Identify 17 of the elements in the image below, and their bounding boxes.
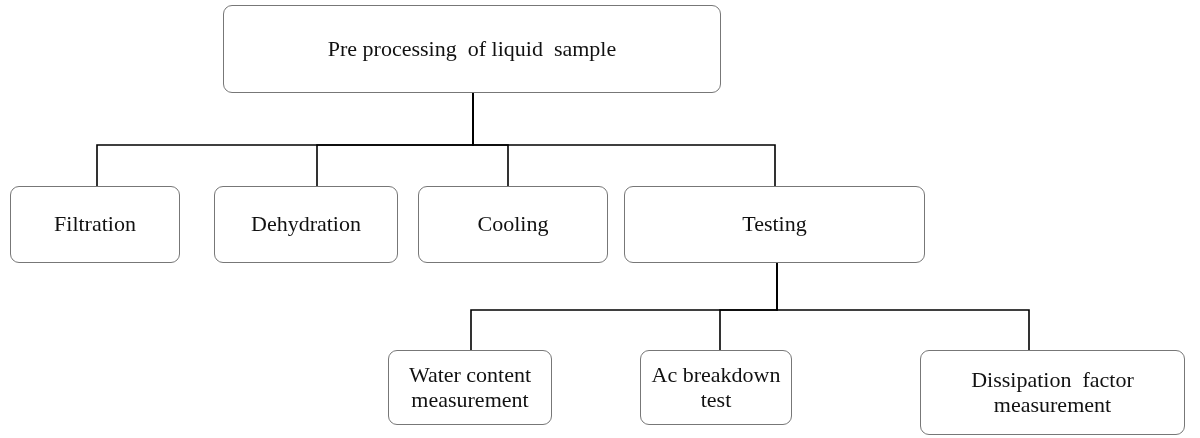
process-box	[10, 186, 180, 263]
root-process-box	[223, 5, 721, 93]
box-label: Cooling	[477, 212, 549, 237]
process-box	[920, 350, 1185, 435]
box-label: Dehydration	[251, 212, 361, 237]
box-label: Water content measurement	[407, 363, 533, 412]
box-label: Ac breakdown test	[650, 363, 782, 412]
process-box	[418, 186, 608, 263]
box-label: Filtration	[54, 212, 136, 237]
box-label: Pre processing of liquid sample	[327, 36, 617, 62]
connector-line	[776, 262, 1030, 351]
process-box	[640, 350, 792, 425]
process-box	[624, 186, 925, 263]
box-label: Dissipation factor measurement	[970, 368, 1135, 417]
box-label: Testing	[742, 212, 807, 237]
process-box	[388, 350, 552, 425]
process-box	[214, 186, 398, 263]
